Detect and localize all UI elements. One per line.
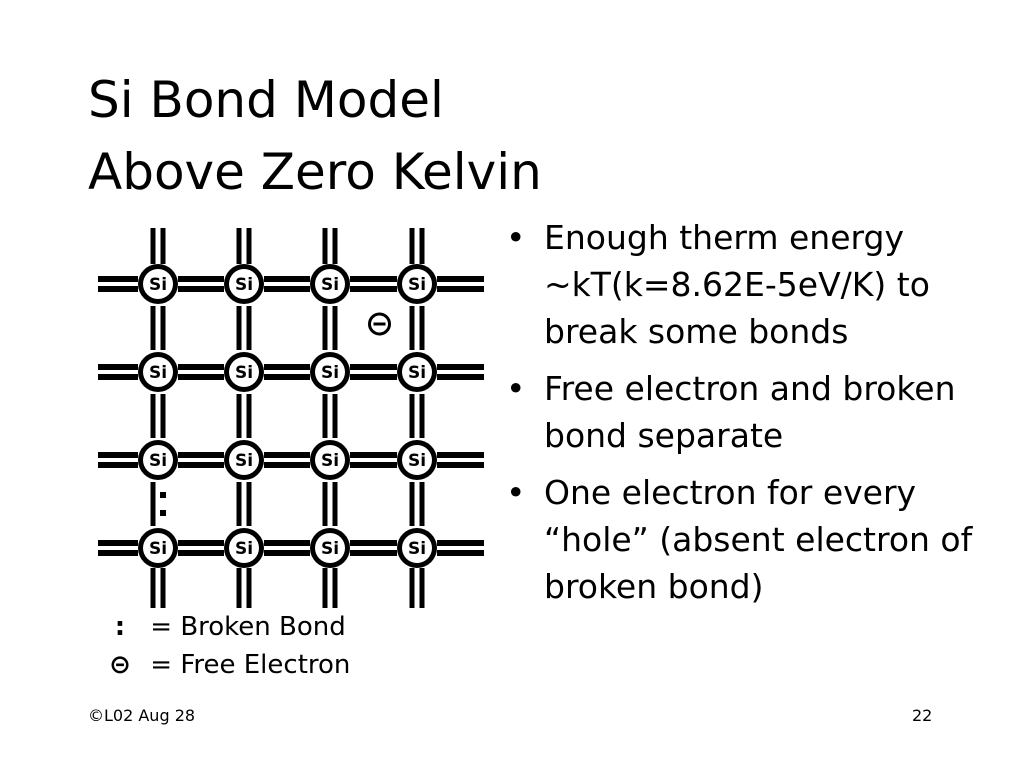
broken-bond-symbol: :: [114, 612, 126, 642]
si-atom-label: Si: [321, 275, 339, 295]
slide-title: Si Bond Model Above Zero Kelvin: [88, 64, 542, 208]
free-electron-icon: [368, 312, 391, 336]
si-atom-core: [315, 269, 345, 299]
legend-free-electron: ⊝ = Free Electron: [98, 650, 350, 680]
footer-copyright: ©L02 Aug 28: [88, 706, 196, 725]
si-atom-label: Si: [235, 275, 253, 295]
si-atom-label: Si: [149, 275, 167, 295]
bullet-item: • Enough therm energy ~kT(k=8.62E-5eV/K)…: [502, 214, 982, 355]
si-atom-core: [229, 533, 259, 563]
si-atom-core: [402, 445, 432, 475]
broken-bond-label: = Broken Bond: [150, 612, 346, 642]
bullet-text: Free electron and broken bond separate: [544, 369, 956, 455]
si-atom-core: [229, 445, 259, 475]
si-atom-label: Si: [235, 363, 253, 383]
bullet-text: Enough therm energy ~kT(k=8.62E-5eV/K) t…: [544, 218, 930, 351]
si-atom-label: Si: [408, 539, 426, 559]
si-atom-core: [143, 269, 173, 299]
si-atom-label: Si: [408, 363, 426, 383]
si-atom-core: [143, 533, 173, 563]
bullet-dot: •: [506, 369, 526, 408]
si-atom-label: Si: [321, 363, 339, 383]
si-atom-core: [229, 269, 259, 299]
page-number: 22: [912, 706, 933, 725]
si-atom-label: Si: [408, 451, 426, 471]
si-atom-core: [315, 533, 345, 563]
free-electron-symbol: ⊝: [109, 650, 131, 680]
bullet-dot: •: [506, 473, 526, 512]
bullet-text: One electron for every “hole” (absent el…: [544, 473, 973, 606]
si-atom-label: Si: [149, 539, 167, 559]
free-electron-label: = Free Electron: [150, 650, 351, 680]
si-atom-core: [143, 445, 173, 475]
si-atom-label: Si: [149, 451, 167, 471]
legend-broken-bond: : = Broken Bond: [98, 612, 346, 642]
si-atom-core: [315, 357, 345, 387]
si-atom-label: Si: [149, 363, 167, 383]
bullet-list: • Enough therm energy ~kT(k=8.62E-5eV/K)…: [502, 214, 982, 620]
si-atom-core: [402, 357, 432, 387]
broken-bond-dot: [160, 510, 166, 516]
si-atom-label: Si: [321, 451, 339, 471]
title-line-1: Si Bond Model: [88, 71, 444, 129]
title-line-2: Above Zero Kelvin: [88, 143, 542, 201]
bullet-item: • One electron for every “hole” (absent …: [502, 469, 982, 610]
si-atom-label: Si: [408, 275, 426, 295]
si-atom-label: Si: [321, 539, 339, 559]
si-atom-core: [402, 533, 432, 563]
si-atom-core: [229, 357, 259, 387]
si-atom-core: [402, 269, 432, 299]
si-atom-core: [143, 357, 173, 387]
bullet-dot: •: [506, 218, 526, 257]
bullet-item: • Free electron and broken bond separate: [502, 365, 982, 459]
broken-bond-dot: [160, 492, 166, 498]
si-atom-label: Si: [235, 539, 253, 559]
si-atom-label: Si: [235, 451, 253, 471]
si-atom-core: [315, 445, 345, 475]
